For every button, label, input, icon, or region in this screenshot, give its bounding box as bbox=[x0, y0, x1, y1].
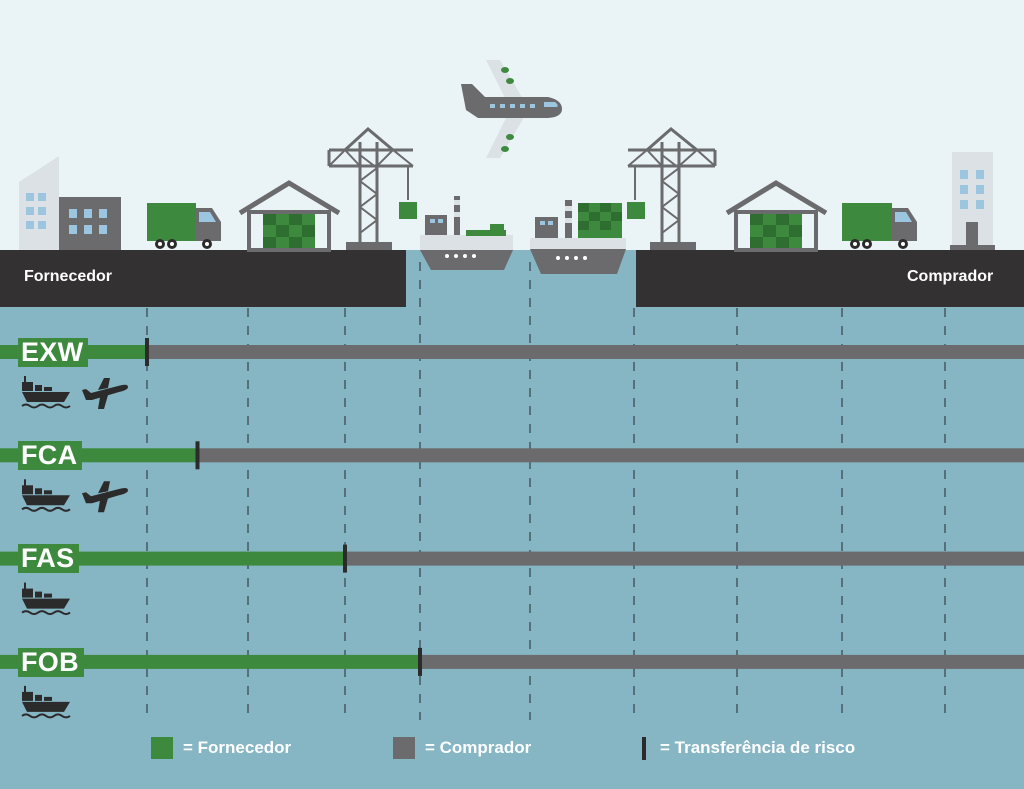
plane-icon bbox=[82, 378, 128, 409]
mode-icons bbox=[21, 376, 128, 719]
warehouse-icon bbox=[725, 180, 828, 252]
term-modes-fca bbox=[21, 479, 128, 513]
risk-transfer-marker bbox=[343, 544, 347, 573]
crane-load bbox=[627, 202, 645, 219]
stage-lines bbox=[146, 262, 946, 720]
term-badge-fas: FAS bbox=[18, 544, 80, 573]
term-modes-fas bbox=[21, 582, 71, 616]
term-modes-fob bbox=[21, 685, 71, 719]
supplier-swatch bbox=[151, 737, 173, 759]
ship-icon bbox=[21, 376, 71, 409]
cargo-ship-icon bbox=[530, 200, 626, 274]
risk-transfer-marker bbox=[195, 441, 200, 470]
ship-icon bbox=[21, 582, 71, 616]
risk-tick bbox=[642, 736, 646, 760]
term-badge-exw: EXW bbox=[18, 338, 89, 367]
delivery-truck-icon bbox=[842, 203, 917, 249]
water bbox=[0, 250, 1024, 789]
legend-supplier-label: = Fornecedor bbox=[183, 738, 292, 757]
legend-risk: = Transferência de risco bbox=[636, 736, 855, 760]
buyer-label: Comprador bbox=[907, 268, 994, 285]
port-crane-icon bbox=[627, 127, 717, 250]
legend-buyer: = Comprador bbox=[393, 736, 531, 760]
term-modes-exw bbox=[21, 376, 128, 409]
seller-label: Fornecedor bbox=[24, 268, 113, 285]
buyer-segment bbox=[197, 448, 1024, 463]
office-building-icon bbox=[19, 156, 121, 250]
apartment-building-icon bbox=[950, 152, 995, 250]
risk-transfer-marker bbox=[145, 338, 149, 366]
port-crane-icon bbox=[327, 127, 414, 250]
buyer-dock bbox=[636, 250, 1024, 307]
risk-transfer-marker bbox=[418, 647, 422, 676]
ship-icon bbox=[21, 479, 71, 512]
buyer-segment bbox=[345, 551, 1024, 566]
cargo-ship-icon bbox=[420, 196, 513, 270]
term-badge-fca: FCA bbox=[18, 441, 83, 470]
term-bar-fas bbox=[0, 544, 1024, 573]
airplane-icon bbox=[461, 60, 562, 158]
ship-icon bbox=[21, 685, 71, 719]
seller-dock bbox=[0, 250, 406, 307]
delivery-truck-icon bbox=[147, 203, 221, 249]
buyer-segment bbox=[420, 654, 1024, 669]
warehouse-icon bbox=[238, 180, 341, 252]
crane-load bbox=[399, 202, 417, 219]
supplier-segment bbox=[0, 551, 345, 566]
term-bar-fob bbox=[0, 647, 1024, 676]
legend-risk-label: = Transferência de risco bbox=[660, 738, 856, 757]
plane-icon bbox=[82, 481, 128, 513]
term-badge-fob: FOB bbox=[18, 648, 84, 677]
buyer-swatch bbox=[393, 737, 415, 759]
legend-supplier: = Fornecedor bbox=[151, 736, 291, 760]
buyer-segment bbox=[147, 345, 1024, 359]
legend-buyer-label: = Comprador bbox=[425, 738, 532, 757]
supplier-segment bbox=[0, 654, 420, 669]
